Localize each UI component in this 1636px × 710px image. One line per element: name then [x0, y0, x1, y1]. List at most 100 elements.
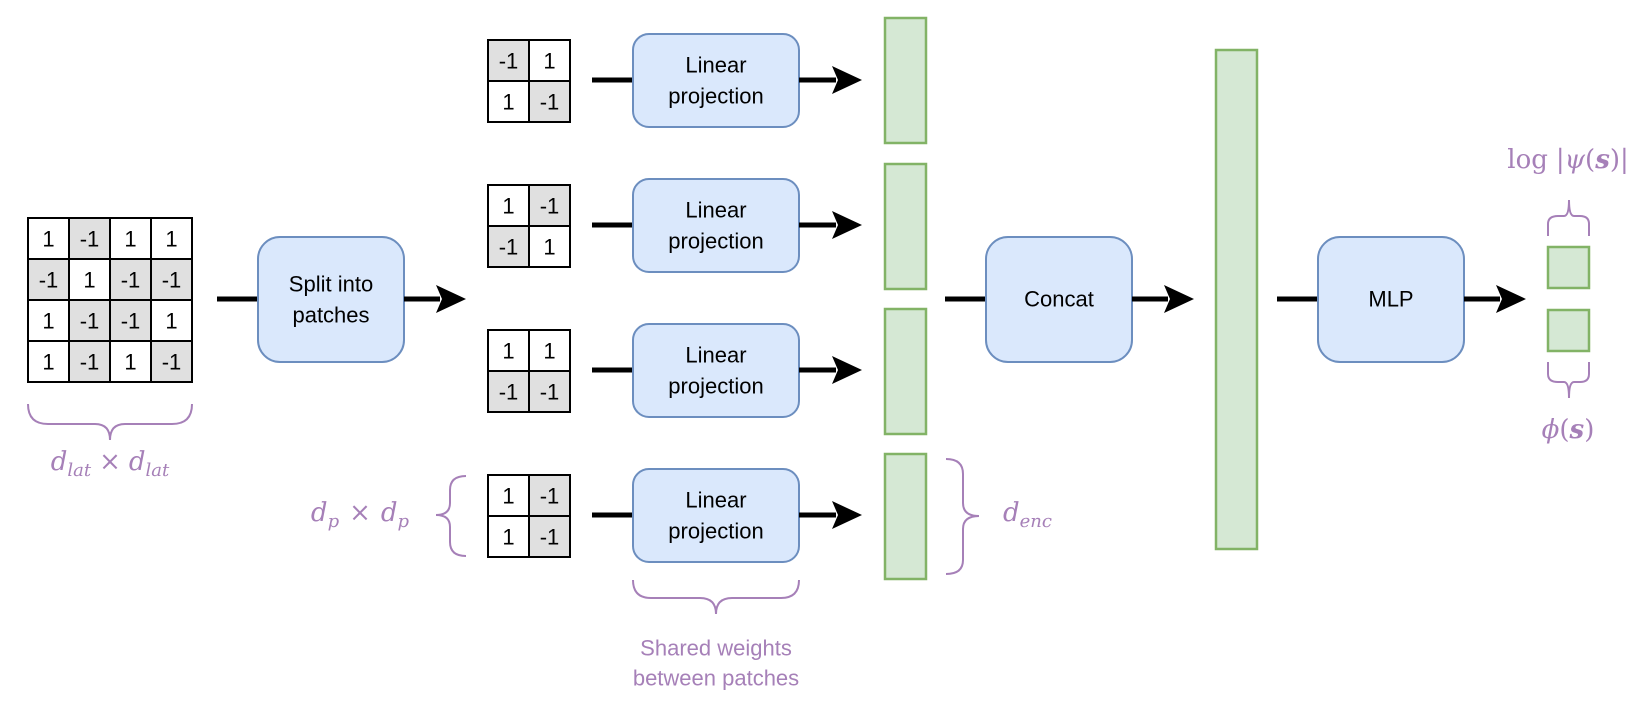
patch-value: -1 — [499, 49, 519, 74]
patch-row: 1 -1 1 -1 Linear projection — [487, 452, 928, 581]
projection-line2: projection — [668, 374, 763, 399]
patch-encoding-vector — [883, 452, 928, 581]
encoding-dim-label: denc — [1003, 498, 1052, 532]
lattice-cell — [68, 299, 111, 342]
patch-cell — [528, 39, 571, 82]
shared-weights-brace — [632, 579, 800, 615]
phase-brace — [1547, 362, 1590, 399]
patch-value: 1 — [502, 339, 514, 364]
patch-cell — [487, 515, 530, 558]
shared-weights-line2: between patches — [633, 666, 799, 691]
lattice-cell — [150, 217, 193, 260]
concatenated-vector — [1214, 48, 1259, 551]
patch-cell — [528, 515, 571, 558]
arrow-head — [1164, 285, 1194, 313]
projection-line2: projection — [668, 84, 763, 109]
lattice-row: 1 -1 -1 1 — [27, 299, 193, 342]
patch-encoding-vector — [883, 16, 928, 145]
patch-row: 1 -1 -1 1 Linear projection — [487, 162, 928, 291]
patch-cell — [487, 370, 530, 413]
lattice-cell — [150, 340, 193, 383]
arrow-head — [1496, 285, 1526, 313]
lattice-value: -1 — [80, 350, 100, 375]
patch-size-label: dp×dp — [311, 498, 410, 532]
concat-box: Concat — [985, 236, 1133, 363]
patch-value: 1 — [502, 194, 514, 219]
lattice-value: 1 — [124, 350, 136, 375]
shared-weights-line1: Shared weights — [640, 636, 792, 661]
lattice-value: -1 — [80, 227, 100, 252]
arrow-head — [832, 356, 862, 384]
arrow-head — [436, 285, 466, 313]
lattice-cell — [27, 340, 70, 383]
lattice-size-label: dlat×dlat — [51, 447, 170, 481]
patch-cell — [528, 225, 571, 268]
mlp-box: MLP — [1317, 236, 1465, 363]
mlp-label: MLP — [1368, 287, 1413, 312]
patch-encoding-vector — [883, 307, 928, 436]
lattice-value: -1 — [39, 268, 59, 293]
lattice-cell — [68, 340, 111, 383]
patch-value: 1 — [502, 525, 514, 550]
lattice-value: 1 — [165, 227, 177, 252]
linear-projection-box: Linear projection — [632, 468, 800, 563]
patch-brace — [435, 475, 467, 557]
patch-value: -1 — [540, 90, 560, 115]
projection-line1: Linear — [685, 488, 746, 513]
log-amplitude-brace — [1547, 199, 1590, 236]
patch-value: -1 — [540, 194, 560, 219]
lattice-value: -1 — [121, 268, 141, 293]
patch-cell — [528, 80, 571, 123]
patch-value: 1 — [543, 49, 555, 74]
lattice-value: 1 — [42, 309, 54, 334]
patch-value: -1 — [540, 525, 560, 550]
encoding-dim-brace — [945, 458, 980, 575]
projection-line1: Linear — [685, 53, 746, 78]
lattice-value: -1 — [162, 268, 182, 293]
arrow-head — [832, 66, 862, 94]
split-box-line1: Split into — [289, 272, 373, 297]
phase-label: ϕ(s) — [1542, 415, 1595, 445]
lattice-value: 1 — [42, 350, 54, 375]
patch-cell — [487, 39, 530, 82]
projection-line1: Linear — [685, 343, 746, 368]
patch-cell — [528, 370, 571, 413]
patch-value: -1 — [540, 484, 560, 509]
arrow-head — [832, 501, 862, 529]
patch-value: -1 — [499, 235, 519, 260]
linear-projection-box: Linear projection — [632, 323, 800, 418]
arrow-head — [832, 211, 862, 239]
lattice-row: 1 -1 1 -1 — [27, 340, 193, 383]
lattice-value: 1 — [83, 268, 95, 293]
lattice-cell — [150, 258, 193, 301]
patch-value: 1 — [502, 484, 514, 509]
lattice-row: -1 1 -1 -1 — [27, 258, 193, 301]
patch-cell — [487, 474, 530, 517]
output-phase — [1546, 308, 1591, 353]
linear-projection-box: Linear projection — [632, 178, 800, 273]
linear-projection-box: Linear projection — [632, 33, 800, 128]
patch-value: 1 — [543, 339, 555, 364]
projection-line2: projection — [668, 229, 763, 254]
patch-encoding-vector — [883, 162, 928, 291]
patch-row: -1 1 1 -1 Linear projection — [487, 16, 928, 145]
lattice-value: -1 — [80, 309, 100, 334]
patch-row: 1 1 -1 -1 Linear projection — [487, 307, 928, 436]
lattice-brace — [27, 403, 193, 441]
patch-value: 1 — [502, 90, 514, 115]
patch-value: 1 — [543, 235, 555, 260]
split-into-patches-box: Split into patches — [257, 236, 405, 363]
lattice-value: 1 — [165, 309, 177, 334]
split-box-line2: patches — [292, 303, 369, 328]
patch-cell — [528, 184, 571, 227]
projection-line2: projection — [668, 519, 763, 544]
lattice-value: 1 — [124, 227, 136, 252]
lattice-grid: 1 -1 1 1 -1 1 -1 -1 1 -1 -1 1 — [27, 217, 193, 383]
lattice-value: -1 — [162, 350, 182, 375]
lattice-value: -1 — [121, 309, 141, 334]
patch-value: -1 — [499, 380, 519, 405]
projection-line1: Linear — [685, 198, 746, 223]
log-amplitude-label: log|ψ(s)| — [1507, 145, 1629, 175]
lattice-value: 1 — [42, 227, 54, 252]
